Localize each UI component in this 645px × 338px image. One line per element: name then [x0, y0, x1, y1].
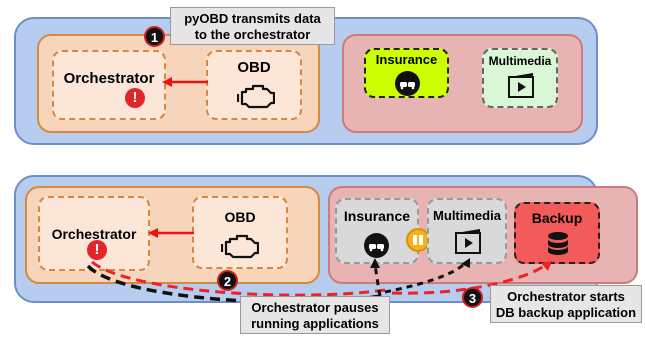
pause-to-multimedia-line: [384, 260, 468, 294]
bottom-video-icon: [455, 229, 481, 254]
top-warning-icon: !: [125, 88, 145, 108]
step-2-badge: 2: [217, 270, 238, 291]
top-obd-label: OBD: [237, 59, 271, 76]
top-insurance-box: Insurance: [364, 48, 449, 98]
bottom-orchestrator-label: Orchestrator: [51, 226, 137, 242]
pause-control-line-red: [91, 260, 386, 297]
top-insurance-label: Insurance: [375, 52, 438, 67]
bottom-obd-box: OBD: [192, 196, 288, 269]
top-callout-text: pyOBD transmits data to the orchestrator: [184, 11, 321, 42]
step-3-badge: 3: [462, 287, 483, 308]
bottom-insurance-label: Insurance: [343, 208, 411, 224]
insurance-arrow-head: [370, 258, 380, 268]
top-engine-icon: [237, 84, 275, 109]
bottom-obd-label: OBD: [224, 209, 256, 225]
database-icon: [548, 232, 568, 255]
top-cars-icon: [395, 71, 420, 96]
top-multimedia-box: Multimedia: [482, 48, 558, 108]
bottom-callout-backup-text: Orchestrator starts DB backup applicatio…: [495, 289, 637, 320]
backup-arrow-head: [541, 261, 552, 271]
top-orchestrator-label: Orchestrator: [63, 70, 155, 87]
top-obd-to-orchestrator-arrow: [162, 77, 208, 87]
bottom-callout-pause: Orchestrator pauses running applications: [240, 296, 390, 334]
top-multimedia-label: Multimedia: [488, 54, 552, 68]
bottom-obd-to-orchestrator-arrow: [148, 228, 194, 238]
bottom-callout-backup: Orchestrator starts DB backup applicatio…: [490, 285, 642, 323]
bottom-backup-box: Backup: [514, 202, 600, 264]
bottom-callout-pause-text: Orchestrator pauses running applications: [251, 300, 379, 331]
bottom-cars-icon: [364, 233, 389, 258]
bottom-warning-icon: !: [87, 240, 107, 260]
bottom-multimedia-box: Multimedia: [427, 198, 507, 264]
top-obd-box: OBD: [206, 50, 302, 120]
top-callout: pyOBD transmits data to the orchestrator: [170, 7, 335, 45]
bottom-multimedia-label: Multimedia: [433, 208, 501, 223]
start-backup-line: [391, 263, 547, 295]
pause-to-insurance-line: [373, 263, 382, 297]
top-orchestrator-box: Orchestrator: [52, 50, 166, 120]
step-1-badge: 1: [144, 26, 165, 47]
multimedia-arrow-head: [461, 258, 470, 268]
top-video-icon: [508, 73, 534, 98]
bottom-engine-icon: [221, 234, 259, 259]
bottom-backup-label: Backup: [531, 210, 583, 226]
